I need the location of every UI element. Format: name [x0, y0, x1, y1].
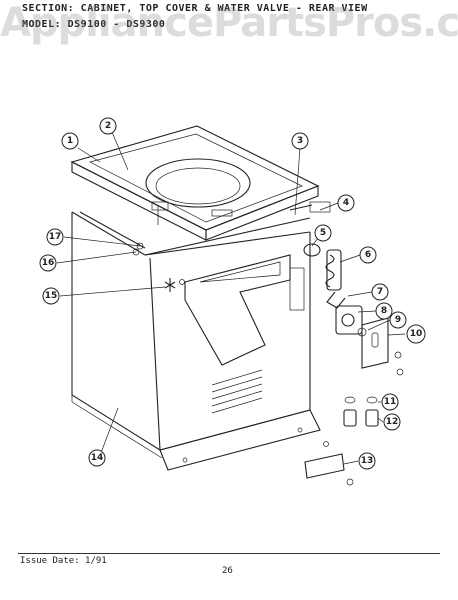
callout-13: 13 [358, 452, 376, 470]
callout-2: 2 [99, 117, 117, 135]
svg-text:11: 11 [384, 397, 397, 407]
callout-1: 1 [61, 132, 79, 150]
callout-16: 16 [39, 254, 57, 272]
svg-text:1: 1 [67, 136, 73, 146]
svg-text:12: 12 [386, 417, 399, 427]
callout-10: 10 [406, 324, 426, 344]
side-hardware-drawing [132, 242, 185, 292]
issue-date: Issue Date: 1/91 [20, 556, 107, 566]
svg-text:13: 13 [361, 456, 374, 466]
section-title: SECTION: CABINET, TOP COVER & WATER VALV… [22, 3, 368, 14]
footer-rule [18, 553, 440, 554]
svg-text:6: 6 [365, 250, 371, 260]
callout-3: 3 [291, 132, 309, 150]
callout-6: 6 [359, 246, 377, 264]
callout-8: 8 [375, 302, 393, 320]
svg-text:16: 16 [42, 258, 55, 268]
svg-text:4: 4 [343, 198, 349, 208]
callout-5: 5 [314, 224, 332, 242]
top-cover-drawing [70, 125, 320, 241]
callout-9: 9 [389, 311, 407, 329]
callout-4: 4 [337, 194, 355, 212]
page-number: 26 [222, 566, 233, 576]
svg-text:15: 15 [45, 291, 58, 301]
svg-text:9: 9 [395, 315, 401, 325]
svg-text:2: 2 [105, 121, 111, 131]
callout-7: 7 [371, 283, 389, 301]
svg-text:5: 5 [320, 228, 326, 238]
callout-12: 12 [383, 413, 401, 431]
cabinet-drawing [71, 211, 321, 471]
watermark: AppliancePartsPros.com [0, 0, 458, 46]
svg-text:3: 3 [297, 136, 303, 146]
callout-15: 15 [42, 287, 60, 305]
callout-14: 14 [88, 449, 106, 467]
svg-text:10: 10 [410, 329, 423, 339]
callout-17: 17 [46, 228, 64, 246]
svg-text:7: 7 [377, 287, 383, 297]
svg-text:14: 14 [91, 453, 104, 463]
model-line: MODEL: DS9100 - DS9300 [22, 19, 166, 30]
water-valve-drawing [289, 201, 404, 486]
callout-11: 11 [381, 393, 399, 411]
svg-text:17: 17 [49, 232, 62, 242]
leader-lines [56, 131, 406, 465]
svg-text:8: 8 [381, 306, 387, 316]
